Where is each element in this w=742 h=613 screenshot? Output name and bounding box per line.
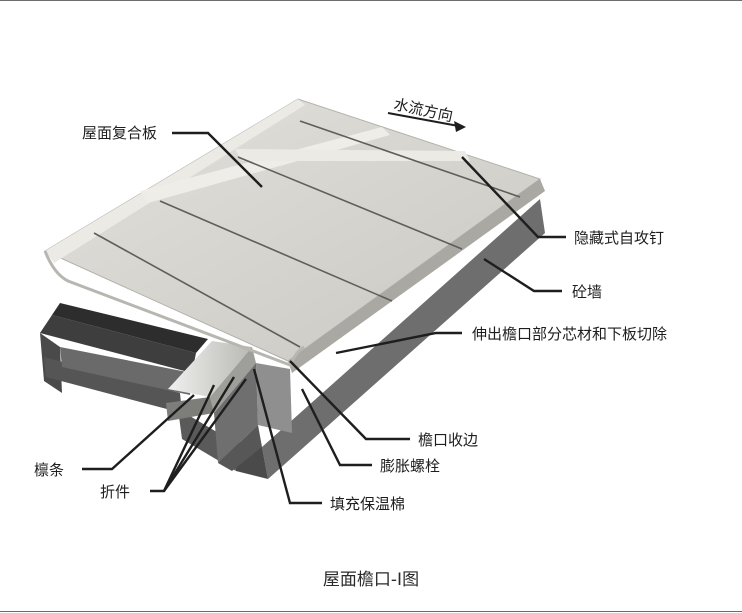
label-hidden-screw: 隐藏式自攻钉 xyxy=(574,229,665,247)
label-purlin: 檩条 xyxy=(34,461,65,479)
leader-bracket-2 xyxy=(162,376,236,492)
figure-caption: 屋面檐口-Ⅰ图 xyxy=(322,570,420,590)
leader-eave-edge xyxy=(289,360,410,441)
label-expansion-bolt: 膨胀螺栓 xyxy=(380,457,441,475)
label-cut-core: 伸出檐口部分芯材和下板切除 xyxy=(472,325,668,343)
roof-panel xyxy=(43,98,545,373)
water-flow-arrow xyxy=(387,112,466,132)
label-roof-panel: 屋面复合板 xyxy=(82,124,158,142)
leader-cut-core xyxy=(335,331,462,355)
label-insulation: 填充保温棉 xyxy=(330,495,406,513)
purlin xyxy=(40,303,208,413)
leader-expansion-bolt xyxy=(300,388,372,467)
eave-block xyxy=(214,363,292,471)
label-eave-edge: 檐口收边 xyxy=(418,431,479,449)
leader-purlin xyxy=(82,394,195,471)
leader-hidden-screw xyxy=(461,156,566,239)
leader-lines xyxy=(82,131,566,505)
label-concrete-wall: 砼墙 xyxy=(572,283,603,301)
label-bracket: 折件 xyxy=(100,483,131,501)
leader-bracket-3 xyxy=(163,378,247,492)
leader-roof-panel xyxy=(172,131,263,188)
leader-insulation xyxy=(252,368,322,505)
leader-concrete-wall xyxy=(483,257,562,293)
